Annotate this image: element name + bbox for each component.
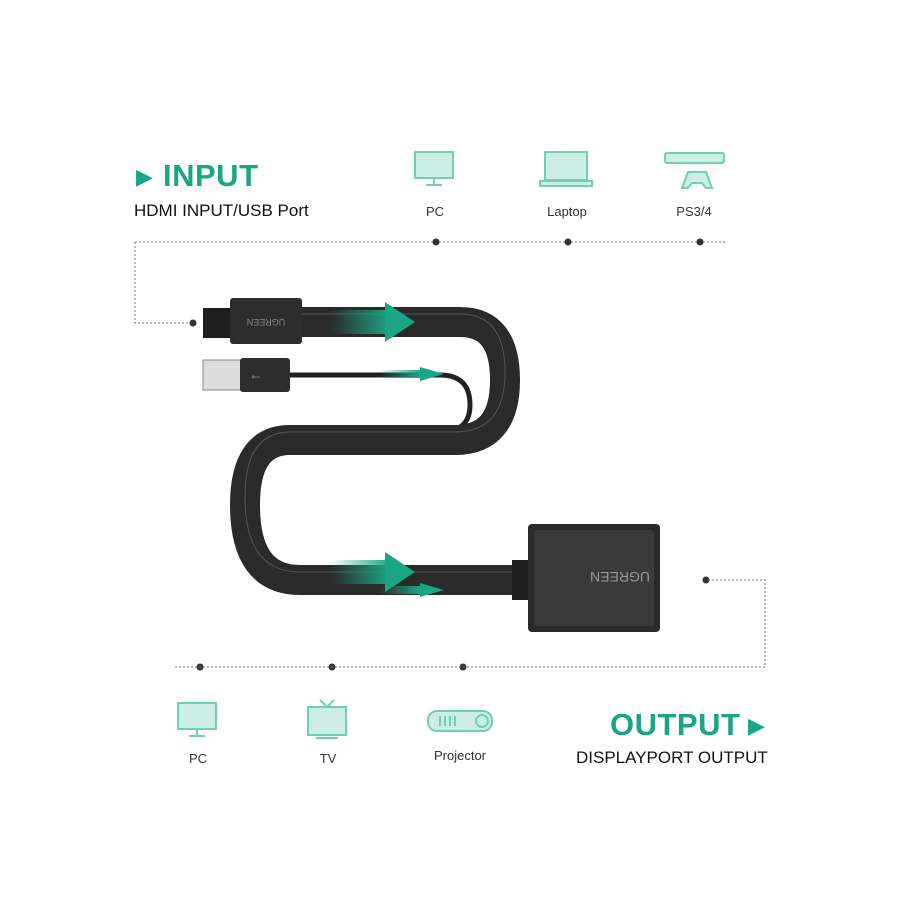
hdmi-flat-cable bbox=[230, 307, 520, 595]
output-title: OUTPUT bbox=[610, 707, 741, 742]
device-label: PC bbox=[188, 751, 208, 766]
play-arrow-icon: ▶ bbox=[748, 713, 765, 738]
usb-plug: ⭠ bbox=[202, 358, 290, 392]
adapter-brand-logo: UGREEN bbox=[590, 569, 650, 585]
device-label: Laptop bbox=[547, 204, 587, 219]
input-subtitle: HDMI INPUT/USB Port bbox=[134, 201, 309, 220]
displayport-adapter: UGREEN bbox=[512, 524, 660, 632]
device-label: PC bbox=[425, 204, 445, 219]
monitor-icon bbox=[177, 702, 217, 737]
projector-icon bbox=[427, 710, 493, 732]
tv-icon bbox=[307, 699, 347, 739]
usb-icon: ⭠ bbox=[251, 369, 261, 383]
game-console-icon bbox=[664, 152, 725, 189]
signal-flow-arrows bbox=[330, 302, 444, 597]
monitor-icon bbox=[414, 151, 454, 186]
plug-brand-logo: UGREEN bbox=[247, 317, 286, 327]
output-subtitle: DISPLAYPORT OUTPUT bbox=[576, 748, 768, 767]
laptop-icon bbox=[539, 151, 593, 187]
input-connector-line bbox=[134, 241, 725, 324]
usb-cable bbox=[290, 372, 473, 435]
device-label: TV bbox=[319, 751, 337, 766]
output-connector-line bbox=[175, 579, 766, 668]
device-label: PS3/4 bbox=[676, 204, 712, 219]
connector-dots bbox=[189, 238, 710, 671]
input-title: INPUT bbox=[163, 158, 259, 193]
play-arrow-icon: ▶ bbox=[136, 164, 153, 189]
hdmi-plug: UGREEN bbox=[203, 298, 302, 344]
device-label: Projector bbox=[433, 748, 487, 763]
